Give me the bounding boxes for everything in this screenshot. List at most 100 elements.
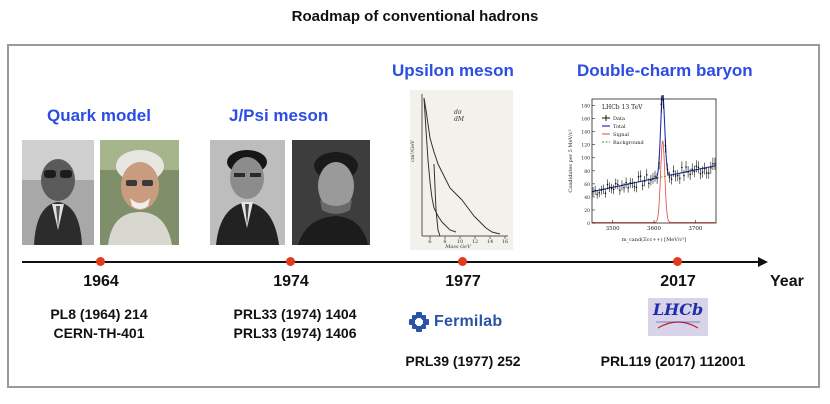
lhcb-data-point <box>639 175 642 177</box>
lhcb-y-tick-label: 40 <box>584 195 590 201</box>
lhcb-y-tick-label: 100 <box>581 156 590 162</box>
lhcb-data-point <box>710 167 712 169</box>
lhcb-y-tick-label: 120 <box>581 143 590 149</box>
lhcb-data-point <box>699 172 702 175</box>
lhcb-total-curve <box>591 95 717 193</box>
lhcb-data-point <box>701 171 704 173</box>
lhcb-data-point <box>621 184 623 187</box>
lhcb-data-point <box>612 188 615 191</box>
timeline-dot-1977 <box>458 257 467 266</box>
lhcb-data-point <box>600 189 603 192</box>
lhcb-x-tick-label: 3600 <box>647 226 661 232</box>
timeline-axis <box>22 261 762 263</box>
page-title: Roadmap of conventional hadrons <box>291 8 539 25</box>
lhcb-data-point <box>693 170 696 173</box>
lhcb-data-point <box>614 182 617 185</box>
lhcb-xicc-mass-plot: Candidates per 5 MeV/c² LHCb 13 TeV Data… <box>568 95 720 245</box>
lhcb-data-point <box>650 179 652 182</box>
fermilab-wordmark: Fermilab <box>434 313 503 330</box>
lhcb-y-tick-label: 80 <box>584 169 590 175</box>
timeline-axis-label: Year <box>770 273 804 290</box>
year-label-1964: 1964 <box>83 273 119 290</box>
lhcb-data-point <box>695 165 698 168</box>
upsilon-x-tick-label: 16 <box>502 239 508 245</box>
lhcb-y-tick-label: 20 <box>584 208 590 214</box>
lhcb-legend-data: Data <box>613 116 625 122</box>
lhcb-data-point <box>631 182 634 185</box>
era-title-upsilon-meson: Upsilon meson <box>392 61 514 80</box>
upsilon-x-tick-label: 10 <box>457 239 463 245</box>
lhcb-data-point <box>656 177 658 180</box>
year-label-1974: 1974 <box>273 273 309 290</box>
lhcb-data-point <box>689 173 691 176</box>
lhcb-data-point <box>685 166 687 168</box>
lhcb-data-point <box>672 170 675 172</box>
lhcb-logo-text: LHCb <box>652 300 704 319</box>
lhcb-data-point <box>602 188 605 191</box>
reference-1977: PRL39 (1977) 252 <box>405 353 521 369</box>
reference-1964-b: CERN-TH-401 <box>53 325 145 341</box>
portrait-photo-zweig <box>100 140 179 245</box>
timeline-dot-2017 <box>673 257 682 266</box>
lhcb-data-point <box>664 144 667 147</box>
lhcb-data-point <box>652 177 654 180</box>
lhcb-plot-title: LHCb 13 TeV <box>602 104 643 111</box>
lhcb-data-point <box>627 187 629 189</box>
era-title-double-charm-baryon: Double-charm baryon <box>577 61 753 80</box>
portrait-photo-gell-mann <box>22 140 94 245</box>
lhcb-data-point <box>703 167 706 170</box>
lhcb-data-point <box>679 177 681 180</box>
lhcb-data-point <box>629 182 632 184</box>
lhcb-data-point <box>635 186 638 189</box>
lhcb-data-point <box>676 174 679 177</box>
era-title-quark-model: Quark model <box>47 106 151 125</box>
lhcb-data-point <box>598 191 601 194</box>
lhcb-data-point <box>633 185 636 188</box>
lhcb-data-point <box>606 183 609 186</box>
lhcb-data-point <box>645 174 648 176</box>
reference-1964-a: PL8 (1964) 214 <box>50 306 148 322</box>
lhcb-data-point <box>617 183 619 186</box>
upsilon-x-axis-label: Mass GeV <box>444 244 472 250</box>
lhcb-data-point <box>619 189 621 192</box>
lhcb-data-point <box>643 180 646 183</box>
lhcb-data-point <box>660 103 663 106</box>
lhcb-y-tick-label: 60 <box>584 182 590 188</box>
lhcb-data-point <box>674 175 677 177</box>
lhcb-data-point <box>670 178 673 180</box>
year-label-1977: 1977 <box>445 273 481 290</box>
lhcb-x-tick-label: 3500 <box>606 226 620 232</box>
lhcb-data-point <box>658 162 660 164</box>
lhcb-legend-background: Background <box>613 140 645 146</box>
upsilon-x-tick-label: 14 <box>487 239 493 245</box>
lhcb-data-point <box>687 171 689 173</box>
timeline-arrow-icon <box>758 257 768 267</box>
lhcb-data-point <box>594 189 596 192</box>
lhcb-data-point <box>662 98 665 101</box>
lhcb-data-point <box>641 184 644 187</box>
lhcb-data-point <box>681 166 683 169</box>
lhcb-data-point <box>610 187 613 190</box>
upsilon-x-tick-label: 12 <box>472 239 478 245</box>
lhcb-data-point <box>666 168 669 171</box>
lhcb-data-point <box>608 186 611 188</box>
svg-text:cm²/GeV: cm²/GeV <box>410 140 416 162</box>
roadmap-frame <box>7 44 820 388</box>
lhcb-data-point <box>697 166 700 169</box>
lhcb-data-point <box>705 172 708 174</box>
lhcb-data-point <box>648 182 650 185</box>
lhcb-x-tick-label: 3700 <box>688 226 702 232</box>
fermilab-symbol-icon <box>409 312 429 332</box>
lhcb-data-point <box>592 190 594 193</box>
lhcb-data-point <box>596 193 598 196</box>
lhcb-x-axis-label: m_cand(Ξcc++) [MeV/c²] <box>622 236 687 243</box>
lhcb-data-point <box>668 176 671 178</box>
reference-2017: PRL119 (2017) 112001 <box>600 353 746 369</box>
lhcb-legend-total: Total <box>613 124 626 130</box>
lhcb-y-tick-label: 160 <box>581 117 590 123</box>
lhcb-data-point <box>637 176 640 178</box>
lhcb-legend-signal: Signal <box>613 132 629 138</box>
reference-1974-a: PRL33 (1974) 1404 <box>233 306 357 322</box>
lhcb-data-point <box>714 163 716 165</box>
